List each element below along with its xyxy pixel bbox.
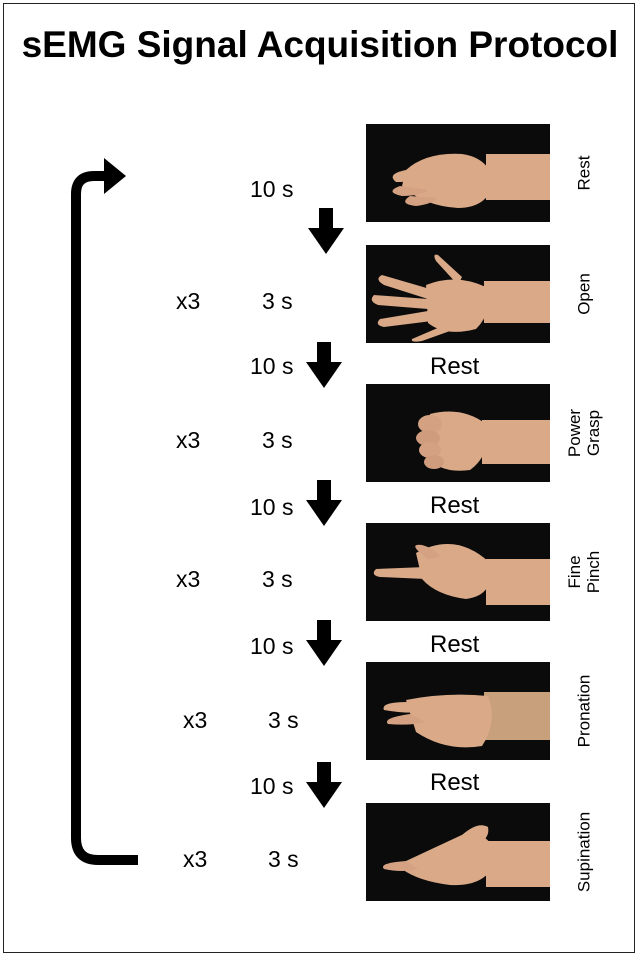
photo-pronation xyxy=(366,662,550,760)
down-arrow-icon xyxy=(306,480,342,526)
rest-duration-label: 10 s xyxy=(250,353,293,379)
gesture-label-supination: Supination xyxy=(548,803,620,901)
loop-back-arrow-icon xyxy=(62,150,152,870)
photo-power-grasp xyxy=(366,384,550,482)
duration-label: 10 s xyxy=(250,176,293,202)
rest-label: Rest xyxy=(430,632,479,658)
photo-fine-pinch xyxy=(366,523,550,621)
reps-label: x3 xyxy=(183,846,207,872)
down-arrow-icon xyxy=(306,342,342,388)
rest-duration-label: 10 s xyxy=(250,633,293,659)
duration-label: 3 s xyxy=(262,427,293,453)
page-title: sEMG Signal Acquisition Protocol xyxy=(0,22,640,67)
gesture-label-pronation: Pronation xyxy=(548,662,620,760)
gesture-label-fine-pinch: Fine Pinch xyxy=(548,523,620,621)
photo-rest xyxy=(366,124,550,222)
photo-supination xyxy=(366,803,550,901)
rest-duration-label: 10 s xyxy=(250,494,293,520)
gesture-label-rest: Rest xyxy=(548,124,620,222)
duration-label: 3 s xyxy=(268,846,299,872)
duration-label: 3 s xyxy=(262,566,293,592)
photo-open xyxy=(366,245,550,343)
duration-label: 3 s xyxy=(268,707,299,733)
gesture-label-power-grasp: Power Grasp xyxy=(548,384,620,482)
rest-duration-label: 10 s xyxy=(250,773,293,799)
duration-label: 3 s xyxy=(262,288,293,314)
down-arrow-icon xyxy=(306,620,342,666)
rest-label: Rest xyxy=(430,493,479,519)
rest-label: Rest xyxy=(430,770,479,796)
down-arrow-icon xyxy=(308,208,344,254)
reps-label: x3 xyxy=(176,288,200,314)
reps-label: x3 xyxy=(183,707,207,733)
rest-label: Rest xyxy=(430,354,479,380)
down-arrow-icon xyxy=(306,762,342,808)
reps-label: x3 xyxy=(176,566,200,592)
gesture-label-open: Open xyxy=(548,245,620,343)
reps-label: x3 xyxy=(176,427,200,453)
